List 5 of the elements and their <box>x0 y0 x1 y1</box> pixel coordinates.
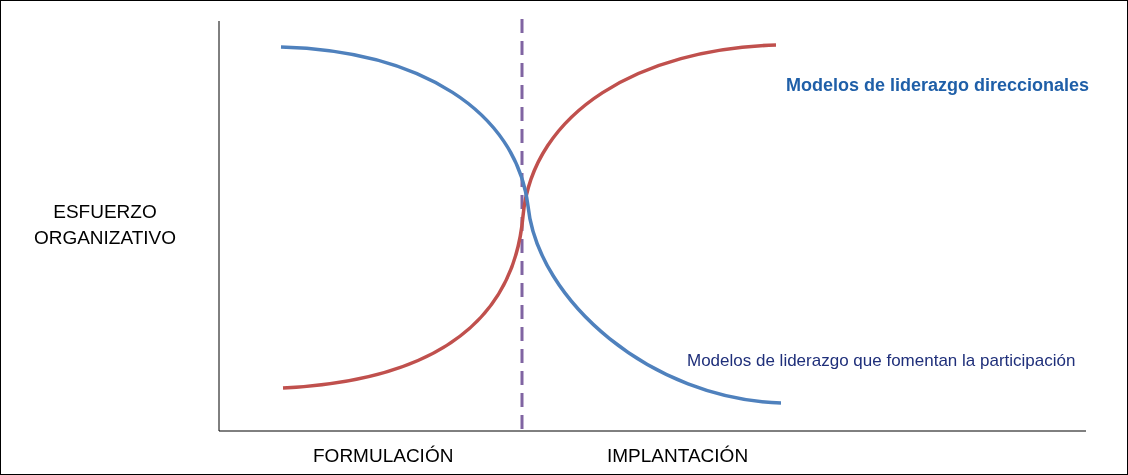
axis-label: IMPLANTACIÓN <box>607 445 749 467</box>
series-label: Modelos de liderazgo direccionales <box>786 75 1090 96</box>
axis-label: ESFUERZO ORGANIZATIVO <box>32 200 178 250</box>
series-label: Modelos de liderazgo que fomentan la participación <box>687 351 1076 371</box>
axis-label: FORMULACIÓN <box>313 445 454 467</box>
